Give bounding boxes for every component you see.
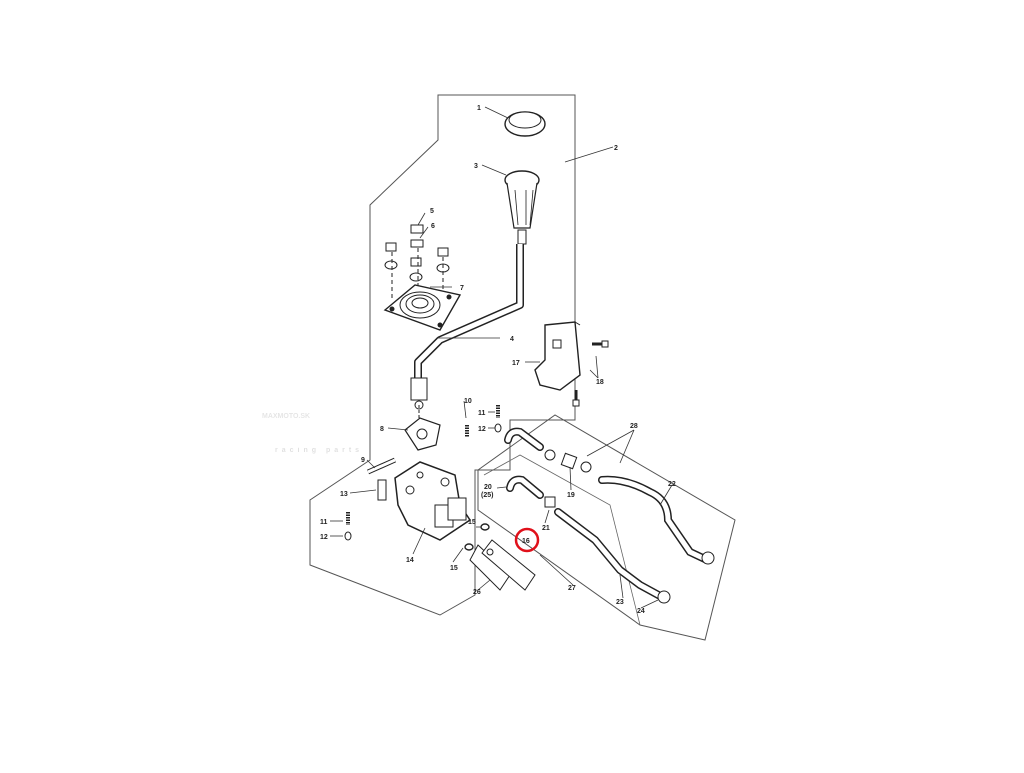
part-label-8[interactable]: 8 — [380, 426, 384, 433]
hose-kit-inner-frame — [483, 454, 641, 626]
part-label-22[interactable]: 22 — [668, 481, 676, 488]
part-label-13[interactable]: 13 — [340, 491, 348, 498]
watermark-brand: MAXMOTO.SK — [262, 413, 310, 420]
pivot-block-part — [404, 405, 441, 451]
cap-ring-part — [504, 111, 546, 137]
part-label-1[interactable]: 1 — [477, 105, 481, 112]
part-label-10[interactable]: 10 — [464, 398, 472, 405]
sleeve-part — [377, 479, 387, 501]
part-label-5[interactable]: 5 — [430, 208, 434, 215]
part-label-12-upper[interactable]: 12 — [478, 426, 486, 433]
part-label-6[interactable]: 6 — [431, 223, 435, 230]
part-labels: 1 2 3 4 5 6 7 8 9 10 11 12 13 11 12 14 1… — [320, 105, 676, 615]
part-label-9[interactable]: 9 — [361, 457, 365, 464]
washer-part-a — [480, 523, 490, 531]
part-label-16[interactable]: 16 — [522, 538, 530, 545]
part-label-4[interactable]: 4 — [510, 336, 514, 343]
part-label-15-upper[interactable]: 15 — [468, 519, 476, 526]
part-label-12-lower[interactable]: 12 — [320, 534, 328, 541]
part-label-15-lower[interactable]: 15 — [450, 565, 458, 572]
part-label-11-upper[interactable]: 11 — [478, 410, 486, 417]
part-label-24[interactable]: 24 — [637, 608, 645, 615]
hose-kit-frame-outline — [477, 414, 736, 641]
leader-lines — [330, 106, 673, 609]
part-label-2[interactable]: 2 — [614, 145, 618, 152]
shifter-housing-part — [394, 461, 472, 541]
part-label-21[interactable]: 21 — [542, 525, 550, 532]
highlighted-part-16[interactable]: 16 — [514, 527, 540, 553]
part-label-18[interactable]: 18 — [596, 379, 604, 386]
watermark-tagline: racing parts — [275, 447, 363, 454]
part-label-17[interactable]: 17 — [512, 360, 520, 367]
part-label-27[interactable]: 27 — [568, 585, 576, 592]
washer-part-b — [464, 543, 474, 551]
shift-knob-part — [504, 170, 540, 245]
part-label-19[interactable]: 19 — [567, 492, 575, 499]
bracket-part — [534, 321, 581, 391]
part-label-7[interactable]: 7 — [460, 285, 464, 292]
cable-end-part — [469, 539, 536, 591]
nut-bolt-set — [384, 224, 450, 300]
part-label-11-lower[interactable]: 11 — [320, 519, 328, 526]
part-label-26[interactable]: 26 — [473, 589, 481, 596]
part-label-20[interactable]: 20 — [484, 484, 492, 491]
part-label-28[interactable]: 28 — [630, 423, 638, 430]
highlight-ring — [514, 527, 540, 553]
hose-fittings — [504, 427, 592, 508]
part-label-25[interactable]: (25) — [481, 492, 493, 499]
part-label-23[interactable]: 23 — [616, 599, 624, 606]
part-label-14[interactable]: 14 — [406, 557, 414, 564]
watermark: MAXMOTO.SK racing parts — [262, 413, 363, 454]
shift-boot-plate-part — [383, 284, 462, 331]
part-label-3[interactable]: 3 — [474, 163, 478, 170]
bracket-bolts — [572, 340, 609, 407]
